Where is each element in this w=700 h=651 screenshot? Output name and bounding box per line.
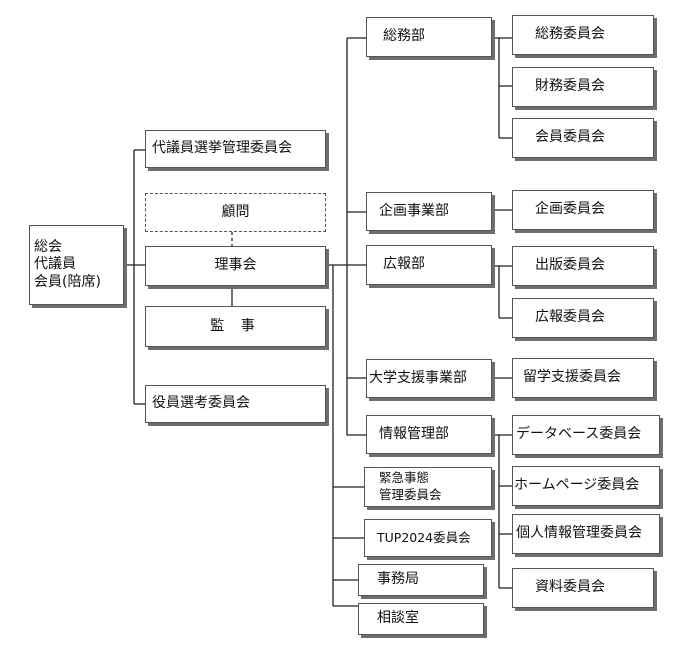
committee-finance: 財務委員会	[512, 67, 654, 107]
officer-selection-label: 役員選考委員会	[152, 395, 250, 412]
planning-label: 企画事業部	[379, 202, 449, 219]
committee-label: 出版委員会	[535, 257, 605, 274]
election-committee-label: 代議員選挙管理委員会	[152, 140, 292, 157]
committee-label: ホームページ委員会	[514, 477, 640, 494]
committee-study-abroad: 留学支援委員会	[512, 358, 654, 398]
committee-label: 財務委員会	[535, 78, 605, 95]
tup2024-committee-box: TUP2024委員会	[364, 519, 492, 557]
tup2024-label: TUP2024委員会	[377, 530, 471, 546]
planning-box: 企画事業部	[366, 192, 492, 231]
information-management-label: 情報管理部	[379, 425, 449, 442]
information-management-box: 情報管理部	[366, 415, 492, 454]
committee-homepage: ホームページ委員会	[512, 466, 660, 506]
public-relations-box: 広報部	[366, 245, 492, 285]
auditor-label: 監 事	[210, 317, 261, 334]
committee-label: 資料委員会	[535, 579, 605, 596]
committee-general-affairs: 総務委員会	[512, 15, 654, 55]
emergency-committee-box: 緊急事態 管理委員会	[364, 467, 492, 507]
advisor-label: 顧問	[221, 203, 250, 220]
board-box: 理事会	[145, 246, 326, 286]
election-committee-box: 代議員選挙管理委員会	[145, 130, 326, 168]
committee-public-relations: 広報委員会	[512, 298, 654, 338]
advisor-box: 顧問	[145, 193, 326, 232]
committee-label: 企画委員会	[535, 201, 605, 218]
committee-publishing: 出版委員会	[512, 246, 654, 286]
committee-privacy: 個人情報管理委員会	[512, 514, 660, 554]
officer-selection-box: 役員選考委員会	[145, 385, 326, 423]
committee-label: データベース委員会	[516, 426, 642, 443]
committee-planning: 企画委員会	[512, 190, 654, 230]
auditor-box: 監 事	[145, 306, 326, 347]
general-assembly-line1: 総会	[34, 238, 62, 255]
committee-label: 個人情報管理委員会	[516, 525, 642, 542]
general-assembly-line3: 会員(陪席)	[34, 273, 101, 290]
public-relations-label: 広報部	[383, 256, 425, 273]
general-affairs-label: 総務部	[383, 28, 425, 45]
secretariat-label: 事務局	[377, 571, 419, 588]
committee-label: 会員委員会	[535, 129, 605, 146]
emergency-line1: 緊急事態	[379, 470, 430, 486]
consultation-label: 相談室	[377, 610, 419, 627]
emergency-line2: 管理委員会	[379, 487, 442, 502]
university-support-box: 大学支援事業部	[366, 359, 492, 398]
committee-database: データベース委員会	[512, 415, 660, 455]
general-assembly-box: 総会 代議員 会員(陪席)	[29, 225, 124, 305]
general-affairs-box: 総務部	[366, 17, 492, 57]
committee-membership: 会員委員会	[512, 118, 654, 158]
secretariat-box: 事務局	[358, 564, 484, 596]
committee-label: 総務委員会	[535, 26, 605, 43]
general-assembly-line2: 代議員	[34, 256, 76, 273]
committee-label: 広報委員会	[535, 309, 605, 326]
committee-label: 留学支援委員会	[523, 369, 621, 386]
consultation-box: 相談室	[358, 603, 484, 635]
university-support-label: 大学支援事業部	[369, 369, 467, 386]
board-label: 理事会	[214, 257, 257, 274]
committee-archives: 資料委員会	[512, 568, 654, 608]
